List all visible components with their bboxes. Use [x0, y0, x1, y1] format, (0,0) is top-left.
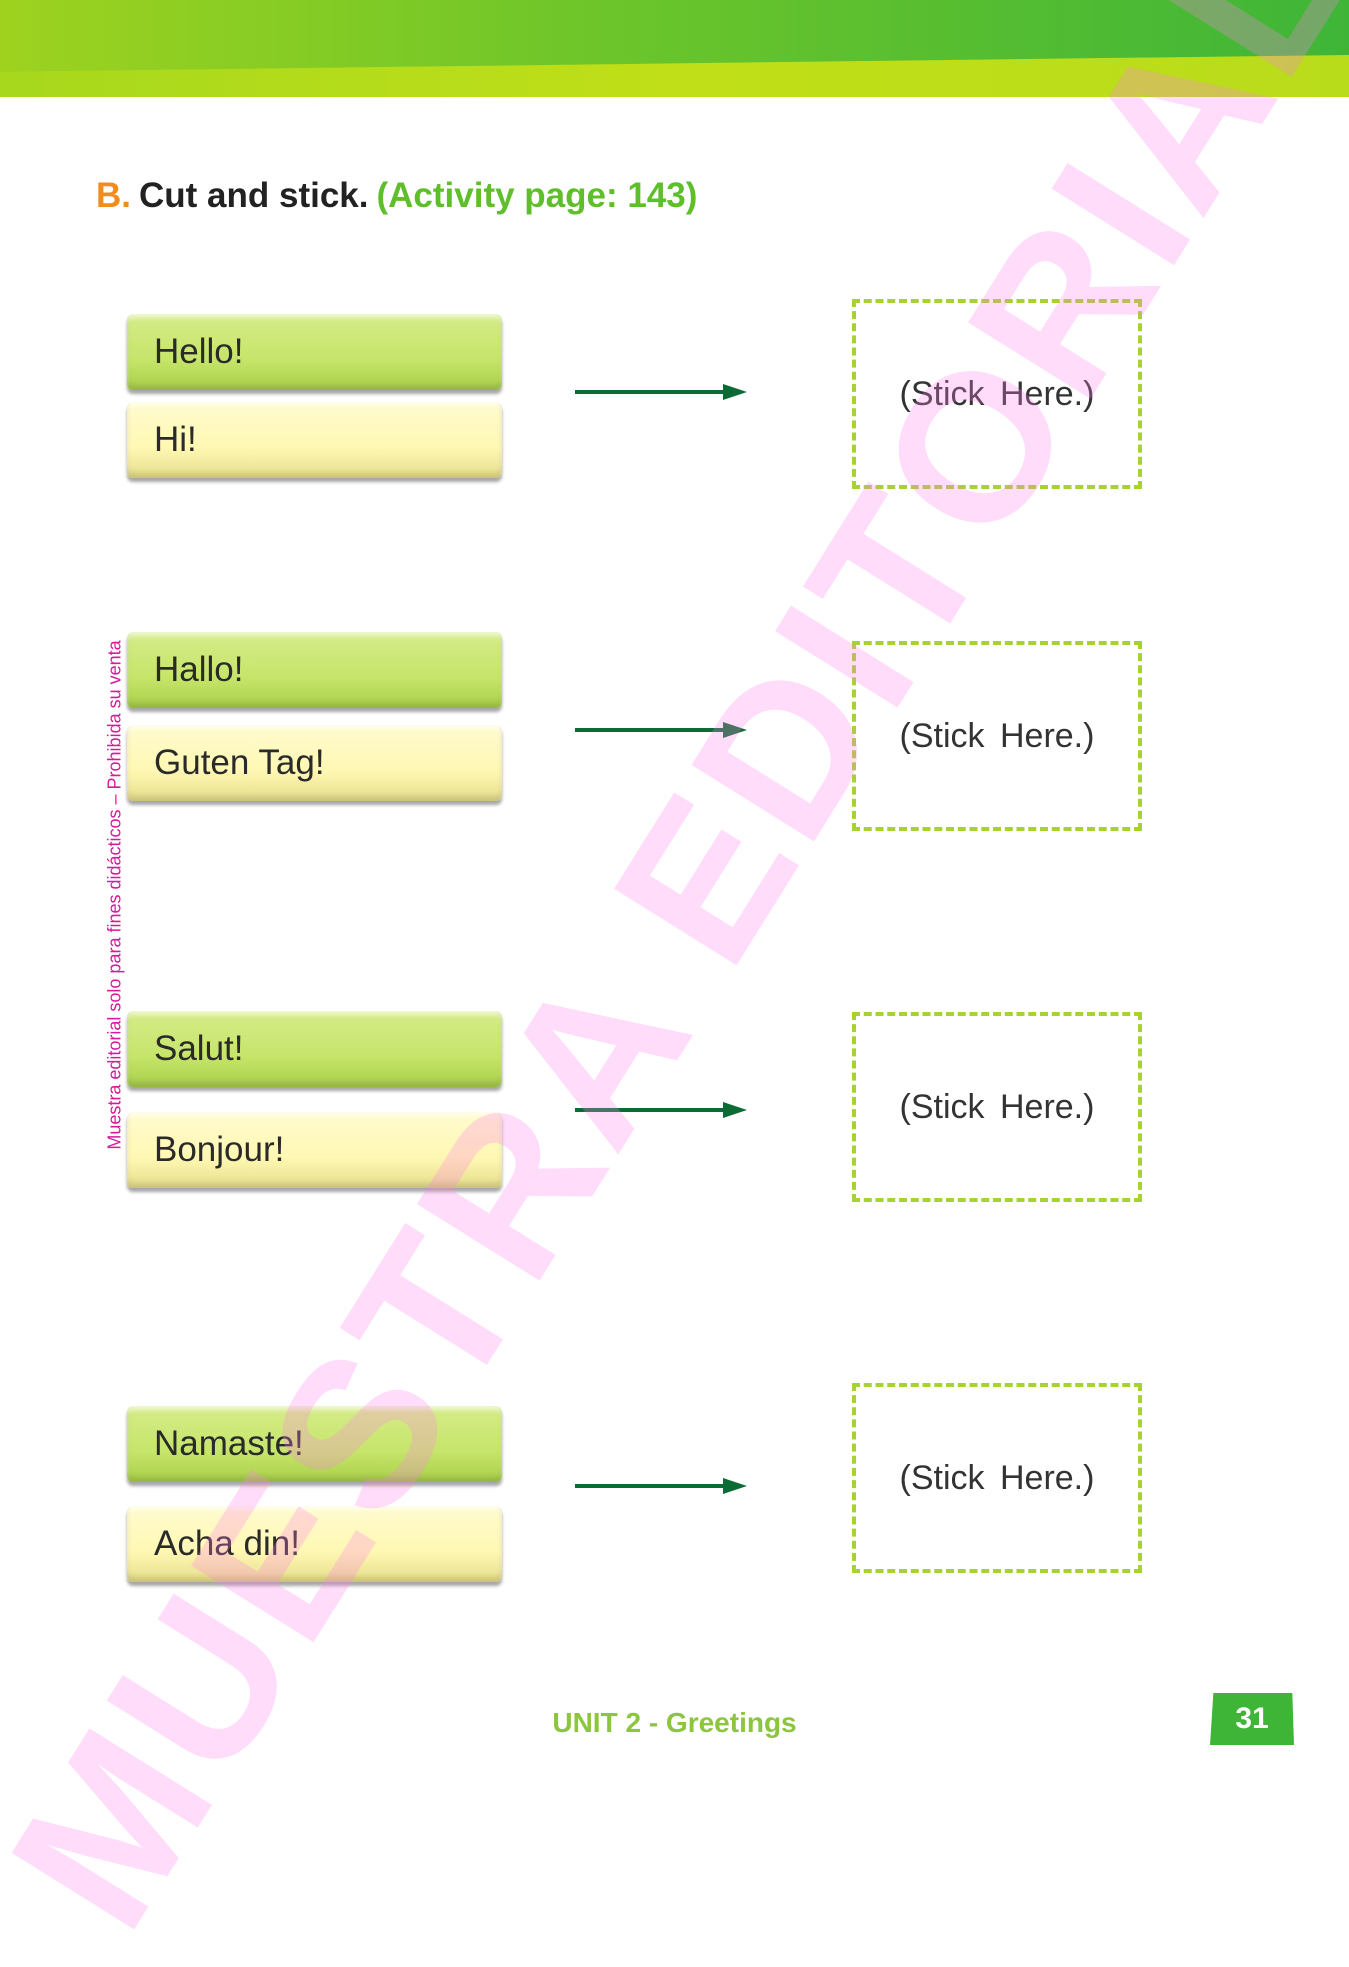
greeting-card-salut[interactable]: Salut!	[127, 1011, 502, 1087]
greeting-card-bonjour[interactable]: Bonjour!	[127, 1112, 502, 1188]
stick-here-box[interactable]: (Stick Here.)	[852, 1012, 1142, 1202]
greeting-card-acha-din[interactable]: Acha din!	[127, 1506, 502, 1582]
greeting-card-hi[interactable]: Hi!	[127, 402, 502, 478]
section-letter: B.	[96, 176, 131, 215]
arrow-icon	[575, 722, 747, 738]
top-banner	[0, 0, 1349, 97]
greeting-card-hallo[interactable]: Hallo!	[127, 632, 502, 708]
activity-heading: B.Cut and stick.(Activity page: 143)	[96, 176, 697, 216]
page-number: 31	[1210, 1693, 1294, 1745]
unit-footer: UNIT 2 - Greetings	[552, 1707, 797, 1738]
stick-here-box[interactable]: (Stick Here.)	[852, 1383, 1142, 1573]
greeting-card-hello[interactable]: Hello!	[127, 314, 502, 390]
instruction-text: Cut and stick.	[139, 176, 369, 215]
activity-page-reference: (Activity page: 143)	[376, 176, 698, 215]
stick-here-box[interactable]: (Stick Here.)	[852, 299, 1142, 489]
side-watermark-text: Muestra editorial solo para fines didáct…	[104, 640, 125, 1150]
stick-here-box[interactable]: (Stick Here.)	[852, 641, 1142, 831]
arrow-icon	[575, 384, 747, 400]
arrow-icon	[575, 1478, 747, 1494]
greeting-card-guten-tag[interactable]: Guten Tag!	[127, 725, 502, 801]
arrow-icon	[575, 1102, 747, 1118]
greeting-card-namaste[interactable]: Namaste!	[127, 1406, 502, 1482]
